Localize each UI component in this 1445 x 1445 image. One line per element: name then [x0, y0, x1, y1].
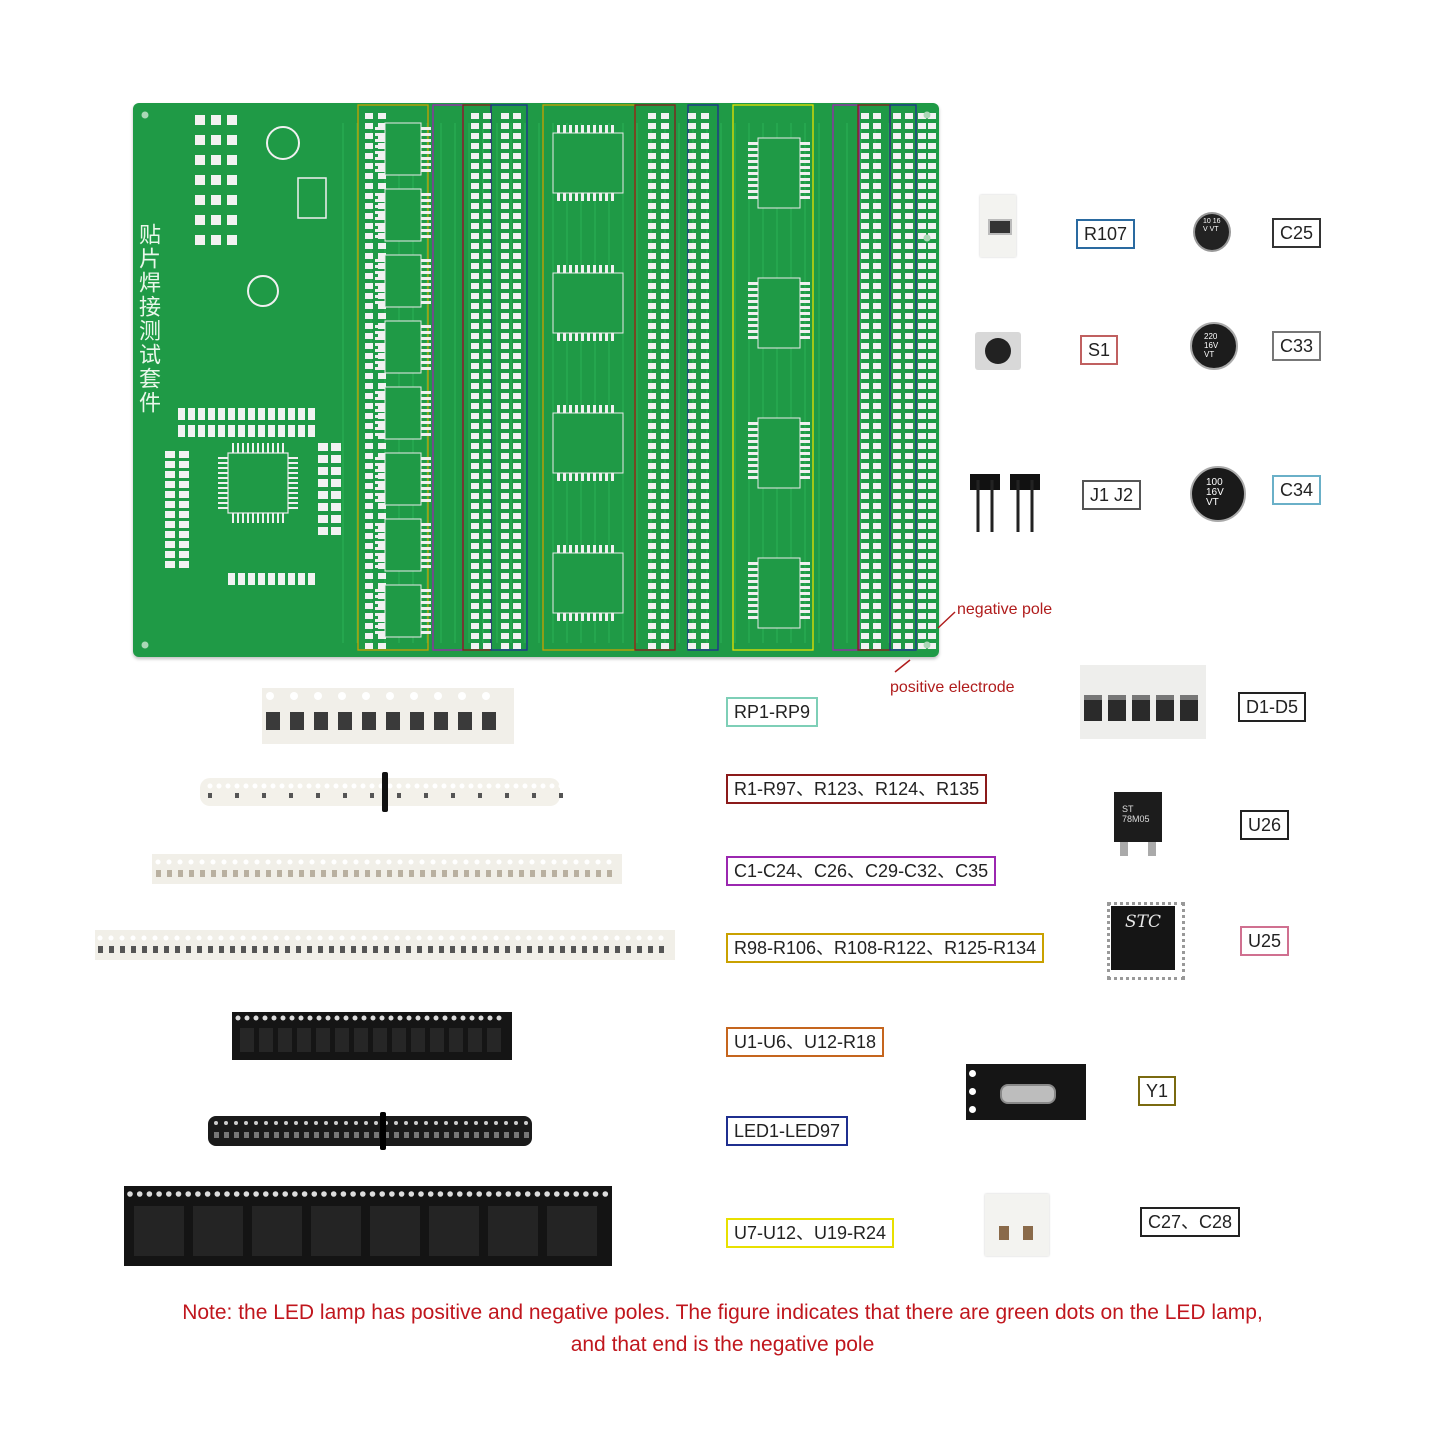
label-d1-d5: D1-D5 — [1238, 692, 1307, 722]
positive-electrode-annotation: positive electrode — [890, 679, 1015, 696]
label-c34: C34 — [1272, 475, 1322, 505]
label-led1-led97: LED1-LED97 — [726, 1116, 849, 1146]
c34-marking: 100 16V VT — [1206, 477, 1224, 508]
c27-c28-capacitor-image — [985, 1194, 1049, 1256]
label-r107: R107 — [1076, 219, 1136, 249]
label-u1-u6: U1-U6、U12-R18 — [726, 1027, 885, 1057]
label-y1: Y1 — [1138, 1076, 1177, 1106]
d1-d5-diodes-image — [1080, 665, 1206, 739]
label-c1-c24: C1-C24、C26、C29-C32、C35 — [726, 856, 997, 886]
board-silkscreen-title: 贴片焊接测试套件 — [135, 223, 160, 415]
pcb-artwork — [141, 104, 936, 651]
label-c33: C33 — [1272, 331, 1322, 361]
c25-marking: 10 16V VT — [1203, 218, 1221, 233]
label-c25: C25 — [1272, 218, 1322, 248]
j1-j2-header-image — [970, 474, 1040, 532]
label-r98-r106: R98-R106、R108-R122、R125-R134 — [726, 933, 1045, 963]
c33-capacitor-image: 220 16V VT — [1190, 322, 1238, 370]
led-polarity-note: Note: the LED lamp has positive and nega… — [182, 1301, 1263, 1356]
component-tapes — [95, 688, 675, 1266]
negative-pole-annotation: negative pole — [957, 601, 1053, 618]
u26-marking: ST 78M05 — [1122, 804, 1150, 824]
label-r1-r97: R1-R97、R123、R124、R135 — [726, 774, 988, 804]
label-rp1-rp9: RP1-RP9 — [726, 697, 819, 727]
label-u7-u12: U7-U12、U19-R24 — [726, 1218, 895, 1248]
label-j1-j2: J1 J2 — [1082, 480, 1142, 510]
label-u25: U25 — [1240, 926, 1290, 956]
label-c27-c28: C27、C28 — [1140, 1207, 1241, 1237]
s1-tactile-switch-image — [975, 332, 1021, 370]
r107-component-image — [980, 195, 1016, 257]
u25-mcu-image: STC — [1103, 898, 1185, 980]
label-u26: U26 — [1240, 810, 1290, 840]
c34-capacitor-image: 100 16V VT — [1190, 466, 1246, 522]
u26-regulator-image: ST 78M05 — [1110, 792, 1166, 858]
c33-marking: 220 16V VT — [1204, 332, 1219, 359]
label-s1: S1 — [1080, 335, 1119, 365]
y1-crystal-image — [966, 1064, 1086, 1120]
c25-capacitor-image: 10 16V VT — [1193, 212, 1231, 252]
pcb-board: 贴片焊接测试套件 — [133, 103, 939, 657]
u25-marking: STC — [1125, 912, 1161, 932]
